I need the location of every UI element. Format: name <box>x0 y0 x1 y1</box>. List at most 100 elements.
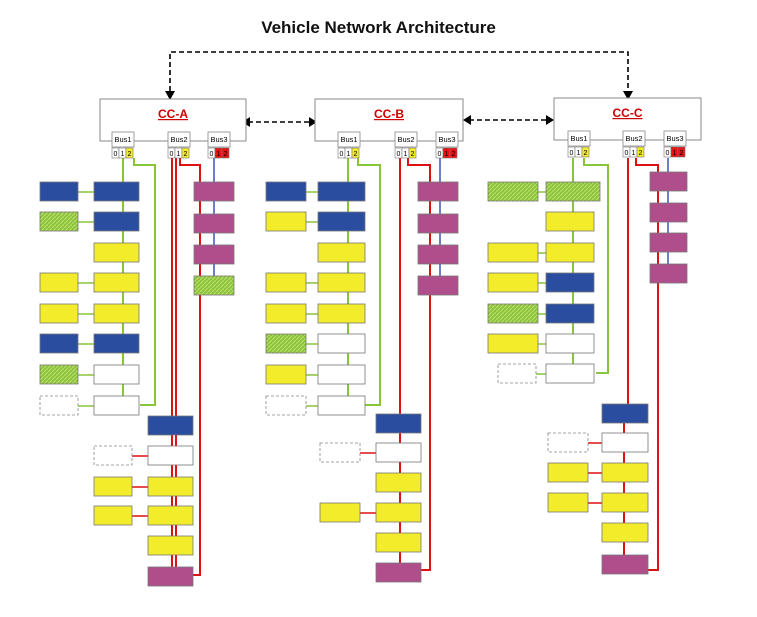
ecu-node <box>39 303 79 324</box>
port-cell <box>581 146 590 158</box>
port-label: 2 <box>452 151 456 158</box>
port-label: 2 <box>184 151 188 158</box>
controller-label: CC-C <box>613 106 643 120</box>
port-label: 0 <box>438 151 442 158</box>
ecu-node <box>601 554 649 575</box>
bus2-return-c <box>635 158 659 571</box>
ecu-node <box>417 275 459 296</box>
port-cell <box>125 147 134 159</box>
top-link-ac <box>169 51 629 99</box>
ecu-node <box>265 333 307 354</box>
ecu-node <box>147 505 194 526</box>
port-label: 2 <box>224 151 228 158</box>
ecu-node <box>265 364 307 385</box>
port-label: 1 <box>177 151 181 158</box>
ecu-node <box>93 364 140 385</box>
ecu-node <box>317 272 366 293</box>
ecu-node <box>39 211 79 232</box>
ecu-node <box>317 303 366 324</box>
ecu-node <box>417 244 459 265</box>
bus-port-box <box>167 131 191 148</box>
ecu-node <box>265 395 307 416</box>
bus1-return-b <box>357 158 381 406</box>
port-label: 0 <box>397 151 401 158</box>
bus-label: Bus2 <box>397 135 414 144</box>
port-label: 0 <box>570 150 574 157</box>
arrow-head-a <box>165 91 175 100</box>
port-label: 0 <box>114 151 118 158</box>
ecu-node <box>147 535 194 556</box>
ecu-node <box>375 532 422 553</box>
ecu-node <box>317 364 366 385</box>
ecu-node <box>547 462 589 483</box>
bus-label: Bus3 <box>210 135 227 144</box>
ecu-node <box>547 492 589 513</box>
ecu-node <box>193 181 235 202</box>
ecu-node <box>39 395 79 416</box>
ecu-node <box>487 333 539 354</box>
ecu-node <box>93 445 133 466</box>
bus-label: Bus1 <box>114 135 131 144</box>
ecu-node <box>375 442 422 463</box>
ecu-node <box>601 462 649 483</box>
ecu-node <box>487 242 539 263</box>
bus-port-box <box>435 131 459 148</box>
port-label: 1 <box>673 150 677 157</box>
bus-port-box <box>663 130 687 147</box>
ecu-node <box>545 303 595 324</box>
ecu-node <box>93 505 133 526</box>
ecu-node <box>39 272 79 293</box>
ecu-node <box>265 181 307 202</box>
ecu-node <box>317 181 366 202</box>
diagram-title: Vehicle Network Architecture <box>261 18 496 37</box>
controller-label: CC-A <box>158 107 188 121</box>
ecu-node <box>93 181 140 202</box>
bus-label: Bus2 <box>625 134 642 143</box>
ecu-node <box>375 502 422 523</box>
bus2-return-a <box>179 158 201 576</box>
ecu-node <box>545 181 601 202</box>
bus-label: Bus2 <box>170 135 187 144</box>
ecu-node <box>193 213 235 234</box>
bus1-return-a <box>133 158 156 406</box>
ecu-node <box>93 242 140 263</box>
ecu-node <box>649 171 688 192</box>
ecu-node <box>649 263 688 284</box>
port-label: 1 <box>404 151 408 158</box>
ecu-node <box>317 333 366 354</box>
port-cell <box>351 147 360 159</box>
bus-port-box <box>111 131 135 148</box>
port-label: 0 <box>340 151 344 158</box>
ecu-node <box>93 476 133 497</box>
port-label: 1 <box>577 150 581 157</box>
ecu-node <box>147 566 194 587</box>
ecu-node <box>265 211 307 232</box>
bus-label: Bus3 <box>666 134 683 143</box>
bus-port-box <box>337 131 361 148</box>
port-label: 0 <box>170 151 174 158</box>
controller-label: CC-B <box>374 107 404 121</box>
ecu-node <box>487 272 539 293</box>
ecu-node <box>147 445 194 466</box>
arrow-bc-left <box>463 115 471 125</box>
port-label: 1 <box>445 151 449 158</box>
ecu-node <box>39 333 79 354</box>
ecu-node <box>265 272 307 293</box>
ecu-node <box>193 275 235 296</box>
ecu-node <box>375 413 422 434</box>
bus-label: Bus1 <box>340 135 357 144</box>
ecu-node <box>417 181 459 202</box>
arrow-bc-right <box>546 115 554 125</box>
arrow-ab-right <box>309 117 317 127</box>
port-cell <box>408 147 417 159</box>
ecu-node <box>545 363 595 384</box>
ecu-node <box>317 242 366 263</box>
ecu-node <box>93 333 140 354</box>
ecu-node <box>601 492 649 513</box>
ecu-node <box>265 303 307 324</box>
port-label: 2 <box>680 150 684 157</box>
port-label: 2 <box>584 150 588 157</box>
ecu-node <box>93 303 140 324</box>
ecu-node <box>193 244 235 265</box>
